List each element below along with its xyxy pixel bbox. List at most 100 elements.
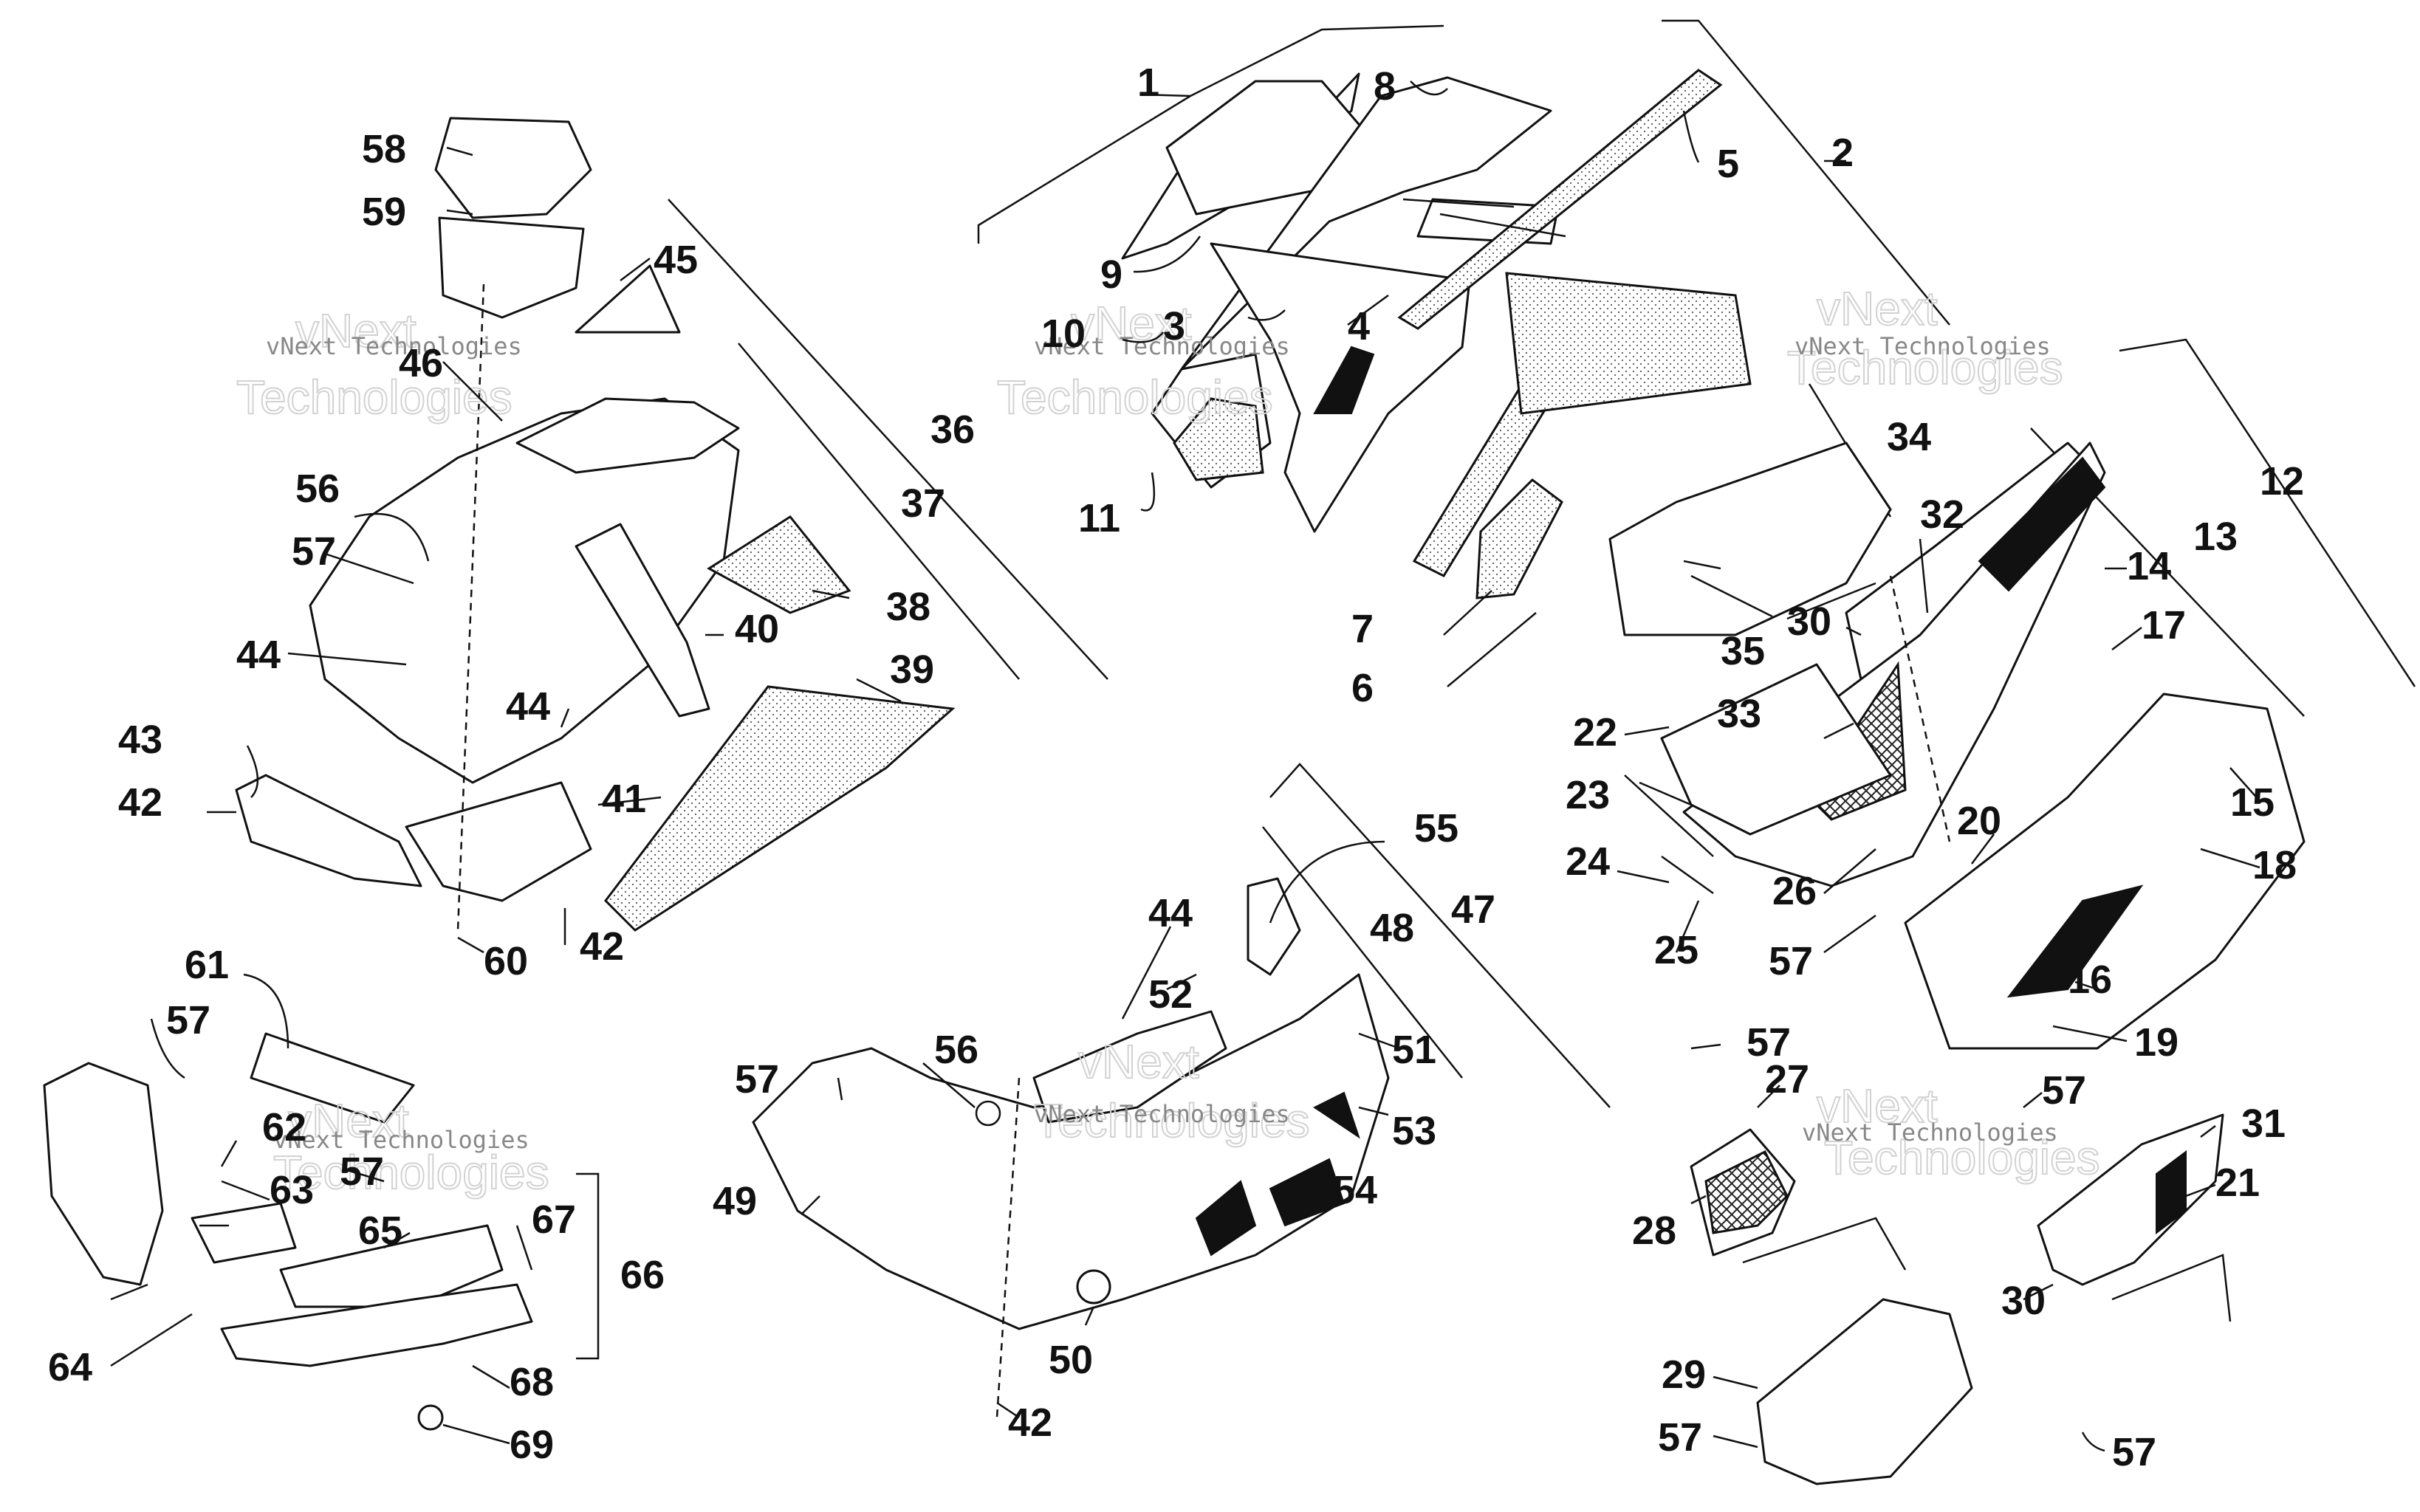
callout-label: 32 (1920, 492, 1964, 537)
watermark-word: vNext (1078, 1035, 1199, 1088)
callout-label: 16 (2068, 958, 2112, 1002)
callout-label: 57 (166, 998, 210, 1042)
watermark-line: vNext Technologies (1802, 1118, 2058, 1147)
callout-label: 56 (295, 467, 340, 511)
watermark-line: vNext Technologies (1795, 332, 2051, 360)
callout-label: 67 (532, 1197, 576, 1242)
leader-lines (110, 80, 2260, 1452)
callout-label: 47 (1451, 887, 1495, 932)
callout-label: 57 (1658, 1415, 1702, 1460)
callout-label: 57 (292, 529, 336, 574)
watermark-word: vNext (295, 304, 417, 357)
callout-label: 68 (510, 1360, 554, 1404)
callout-label: 64 (48, 1345, 92, 1389)
callout-label: 59 (362, 190, 406, 234)
callout-label: 65 (358, 1209, 402, 1253)
callout-label: 9 (1100, 252, 1122, 297)
callout-label: 51 (1392, 1028, 1436, 1072)
callout-label: 44 (1148, 891, 1193, 935)
callout-label: 21 (2215, 1161, 2260, 1205)
watermark-line: vNext Technologies (266, 332, 522, 360)
callout-label: 45 (654, 238, 698, 282)
callout-label: 57 (1769, 939, 1813, 983)
callout-label: 57 (735, 1057, 779, 1102)
watermark-word: Technologies (236, 371, 513, 424)
watermarks: vNext Technologies vNext Technologies vN… (236, 281, 2101, 1200)
callout-label: 56 (934, 1028, 978, 1072)
callout-label: 22 (1573, 710, 1617, 755)
callout-label: 3 (1163, 304, 1185, 348)
callout-label: 40 (735, 607, 779, 651)
watermark-word: vNext (288, 1094, 409, 1147)
callout-label: 46 (399, 341, 443, 385)
callout-label: 60 (484, 939, 528, 983)
watermark-word: Technologies (1034, 1094, 1310, 1147)
callout-label: 14 (2127, 544, 2171, 588)
callout-label: 43 (118, 718, 162, 762)
callout-label: 15 (2230, 780, 2275, 825)
callout-labels-repeat: 42 42 44 44 56 57 57 57 57 57 57 57 57 3… (166, 684, 2156, 1474)
callout-label: 38 (886, 585, 930, 629)
callout-label: 26 (1772, 869, 1817, 913)
watermark-word: vNext (1817, 282, 1938, 335)
callout-label: 27 (1765, 1057, 1809, 1102)
callout-label: 49 (713, 1179, 757, 1223)
callout-label: 34 (1887, 415, 1931, 459)
callout-label: 57 (1747, 1020, 1791, 1065)
callout-label: 69 (510, 1423, 554, 1467)
callout-label: 42 (118, 780, 162, 825)
hood-assembly (977, 19, 1950, 599)
callout-label: 50 (1049, 1338, 1093, 1382)
callout-label: 30 (1787, 599, 1831, 644)
callout-label: 39 (890, 647, 934, 692)
callout-label: 61 (185, 943, 229, 987)
callout-label: 57 (340, 1150, 384, 1194)
callout-label: 29 (1662, 1353, 1706, 1397)
callout-label: 36 (930, 408, 975, 452)
callout-label: 44 (236, 633, 281, 677)
side-panel-assembly (1608, 338, 2416, 1050)
callout-label: 4 (1348, 304, 1370, 348)
callout-label: 20 (1957, 799, 2001, 843)
callout-label: 8 (1374, 64, 1396, 109)
callout-label: 57 (2112, 1430, 2156, 1474)
watermark-word: Technologies (1824, 1131, 2100, 1184)
callout-label: 35 (1721, 629, 1765, 673)
callout-label: 7 (1351, 607, 1374, 651)
watermark-word: vNext (1817, 1079, 1938, 1133)
callout-label: 25 (1654, 928, 1699, 972)
callout-label: 52 (1148, 972, 1193, 1017)
watermark-word: Technologies (1787, 341, 2063, 394)
callout-label: 1 (1137, 61, 1159, 105)
watermark-line: vNext Technologies (273, 1126, 529, 1154)
callout-label: 23 (1566, 773, 1610, 817)
callout-label: 13 (2193, 515, 2238, 559)
callout-labels: 1 2 3 4 5 6 7 8 9 10 11 12 13 14 15 16 1… (48, 61, 2304, 1467)
callout-label: 41 (602, 777, 646, 821)
callout-label: 42 (580, 924, 624, 969)
callout-label: 2 (1831, 131, 1854, 175)
callout-label: 66 (620, 1253, 665, 1297)
callout-label: 10 (1041, 312, 1086, 356)
callout-label: 6 (1351, 666, 1374, 710)
callout-label: 55 (1414, 806, 1458, 850)
vent-assembly (1690, 1113, 2232, 1485)
watermark-line: vNext Technologies (1034, 332, 1290, 360)
callout-label: 5 (1717, 142, 1739, 186)
callout-label: 17 (2142, 603, 2186, 647)
console-assembly (43, 1032, 600, 1431)
callout-label: 54 (1333, 1168, 1377, 1212)
watermark-word: Technologies (273, 1146, 549, 1199)
callout-label: 24 (1566, 839, 1610, 884)
watermark-line: vNext Technologies (1034, 1100, 1290, 1128)
callout-label: 53 (1392, 1109, 1436, 1153)
callout-label: 58 (362, 127, 406, 171)
callout-label: 28 (1632, 1209, 1676, 1253)
watermark-word: Technologies (997, 371, 1273, 424)
callout-label: 42 (1008, 1401, 1052, 1445)
callout-label: 18 (2252, 843, 2297, 887)
callout-label: 11 (1078, 496, 1120, 540)
callout-label: 44 (506, 684, 550, 729)
callout-label: 33 (1717, 692, 1761, 736)
belly-pan-assembly (752, 763, 1611, 1418)
